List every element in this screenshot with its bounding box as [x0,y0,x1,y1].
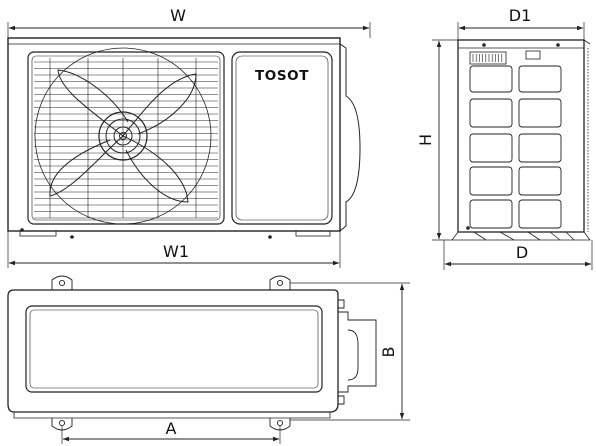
dimension-d1: D1 [457,6,585,40]
dimension-a-label: A [166,419,177,438]
fan-hub [98,111,148,161]
top-view [7,275,377,431]
dimension-w1-label: W1 [163,242,189,261]
top-casing [7,289,339,413]
dimension-d-label: D [516,243,528,262]
side-bulge [339,43,361,232]
side-view [451,39,591,241]
pipe-valves [338,299,377,405]
side-vent-grid [469,65,562,229]
side-casing [457,39,585,233]
front-view: TOSOT [7,37,361,239]
dimension-b: B [290,282,410,421]
terminal-block [469,51,507,65]
dimension-b-label: B [379,347,398,358]
dimension-w-label: W [170,6,186,25]
dimension-d: D [443,240,593,270]
dimension-a: A [61,419,281,444]
fan-grille [27,47,225,225]
dimension-w: W [7,6,371,38]
dimension-h: H [416,39,458,241]
fan-blades [34,47,212,225]
dimension-w1: W1 [7,231,341,268]
front-casing [7,37,341,232]
mount-ear-tl [51,275,73,290]
brand-logo: TOSOT [255,68,309,84]
mount-ear-tr [269,275,291,290]
dimension-d1-label: D1 [509,6,532,25]
top-front-panel [25,305,323,393]
brand-panel [231,51,333,225]
dimension-h-label: H [416,134,435,146]
